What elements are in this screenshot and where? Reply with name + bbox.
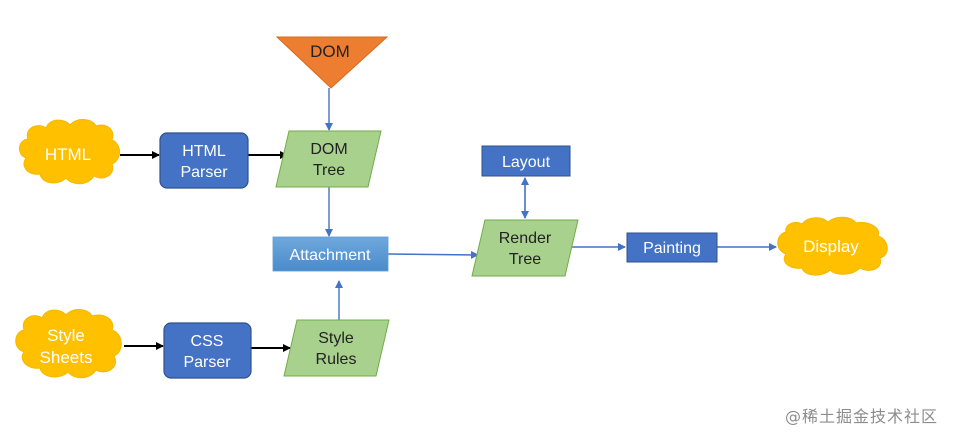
css-parser-box: CSS Parser bbox=[163, 322, 252, 379]
dom-triangle-label: DOM bbox=[310, 42, 350, 61]
dom-tree-node: DOM Tree bbox=[275, 130, 382, 188]
painting-label: Painting bbox=[643, 240, 701, 257]
layout-box: Layout bbox=[481, 145, 571, 177]
html-cloud-label: HTML bbox=[45, 145, 91, 164]
style-rules-label-line2: Rules bbox=[316, 351, 357, 368]
html-cloud: HTML bbox=[19, 119, 120, 185]
render-tree-label-line2: Tree bbox=[509, 251, 541, 268]
style-rules-label-line1: Style bbox=[318, 330, 354, 347]
dom-triangle: DOM bbox=[275, 36, 389, 89]
style-sheets-label-line2: Sheets bbox=[40, 348, 93, 367]
display-cloud: Display bbox=[777, 216, 888, 276]
css-parser-label-line2: Parser bbox=[183, 354, 231, 371]
watermark-text: @稀土掘金技术社区 bbox=[784, 407, 938, 426]
dom-tree-label-line1: DOM bbox=[310, 141, 347, 158]
style-rules-node: Style Rules bbox=[283, 319, 390, 377]
style-sheets-cloud: Style Sheets bbox=[15, 309, 122, 379]
attachment-box: Attachment bbox=[272, 236, 389, 272]
render-tree-node: Render Tree bbox=[471, 219, 579, 277]
display-label: Display bbox=[803, 237, 859, 256]
dom-tree-label-line2: Tree bbox=[313, 162, 345, 179]
css-parser-label-line1: CSS bbox=[191, 333, 224, 350]
connector-attachment-to-render-tree bbox=[387, 250, 479, 259]
render-tree-label-line1: Render bbox=[499, 230, 552, 247]
painting-box: Painting bbox=[626, 232, 718, 263]
html-parser-box: HTML Parser bbox=[159, 132, 249, 189]
html-parser-label-line1: HTML bbox=[182, 143, 226, 160]
style-sheets-label-line1: Style bbox=[47, 326, 85, 345]
html-parser-label-line2: Parser bbox=[180, 164, 228, 181]
attachment-label: Attachment bbox=[290, 247, 371, 264]
layout-label: Layout bbox=[502, 154, 551, 171]
